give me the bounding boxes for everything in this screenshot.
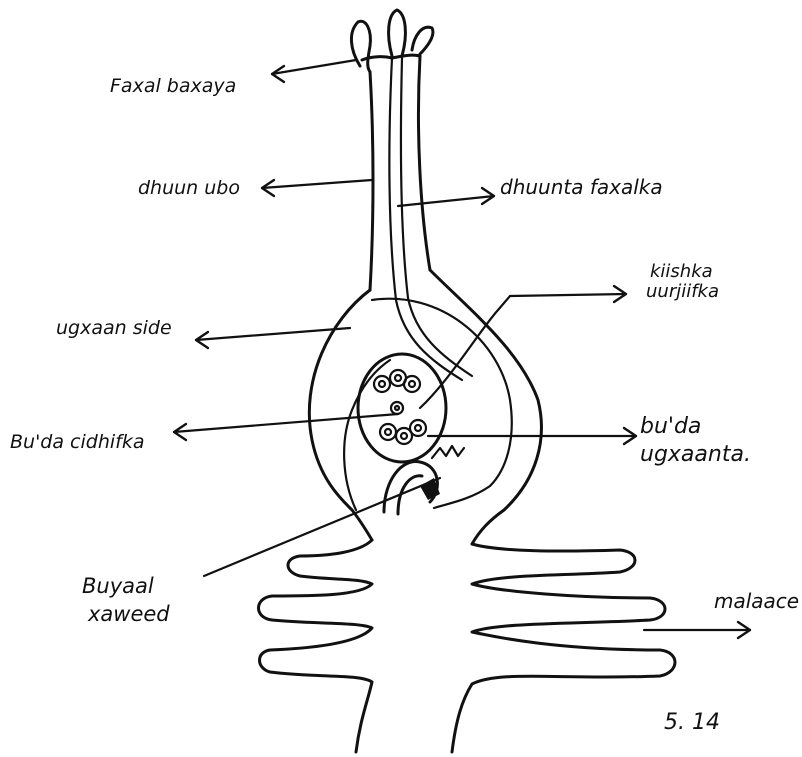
- label-buyaal-line2: xaweed: [88, 602, 170, 626]
- receptacle: [259, 540, 676, 752]
- figure-number: 5. 14: [664, 710, 720, 735]
- label-buda-ugxaanta-line2: ugxaanta.: [640, 442, 751, 467]
- label-kiishka-line2: uurjiifka: [646, 282, 719, 303]
- pointer-lines: [174, 60, 750, 638]
- embryo-sac: [358, 354, 446, 462]
- label-buda-cidhifka: Bu'da cidhifka: [10, 432, 144, 454]
- label-kiishka-line1: kiishka: [650, 262, 713, 283]
- label-buyaal-line1: Buyaal: [82, 574, 154, 598]
- ovary-wall: [309, 270, 541, 544]
- label-buda-ugxaanta-line1: bu'da: [640, 414, 701, 439]
- label-dhuun-ubo: dhuun ubo: [138, 178, 240, 200]
- label-dhuunta-faxalka: dhuunta faxalka: [500, 176, 663, 199]
- style: [370, 56, 472, 380]
- label-malaace: malaace: [714, 590, 799, 613]
- label-ugxaan-side: ugxaan side: [56, 318, 172, 340]
- label-faxal-baxaya: Faxal baxaya: [110, 76, 236, 98]
